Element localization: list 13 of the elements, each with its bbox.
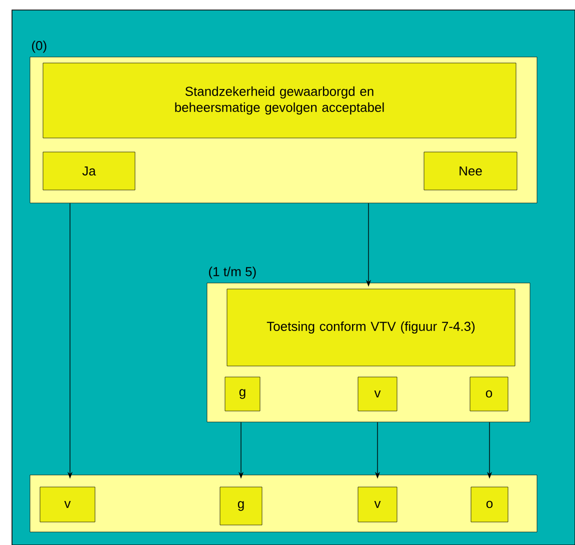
answer-box: o [470, 376, 508, 412]
answer-box: Nee [424, 152, 518, 190]
text-box: Standzekerheid gewaarborgd en beheersmatige gevolgen acceptabel [42, 62, 516, 138]
answer-box: Ja [42, 152, 136, 190]
answer-box: v [358, 376, 398, 412]
answer-box: g [224, 376, 260, 412]
answer-box: v [40, 486, 96, 522]
text-box: Toetsing conform VTV (figuur 7-4.3) [226, 288, 516, 366]
answer-box: o [470, 486, 508, 522]
answer-box: g [220, 486, 262, 526]
group-heading: (1 t/m 5) [209, 266, 256, 279]
group-heading: (0) [32, 40, 46, 53]
answer-box: v [358, 486, 398, 522]
